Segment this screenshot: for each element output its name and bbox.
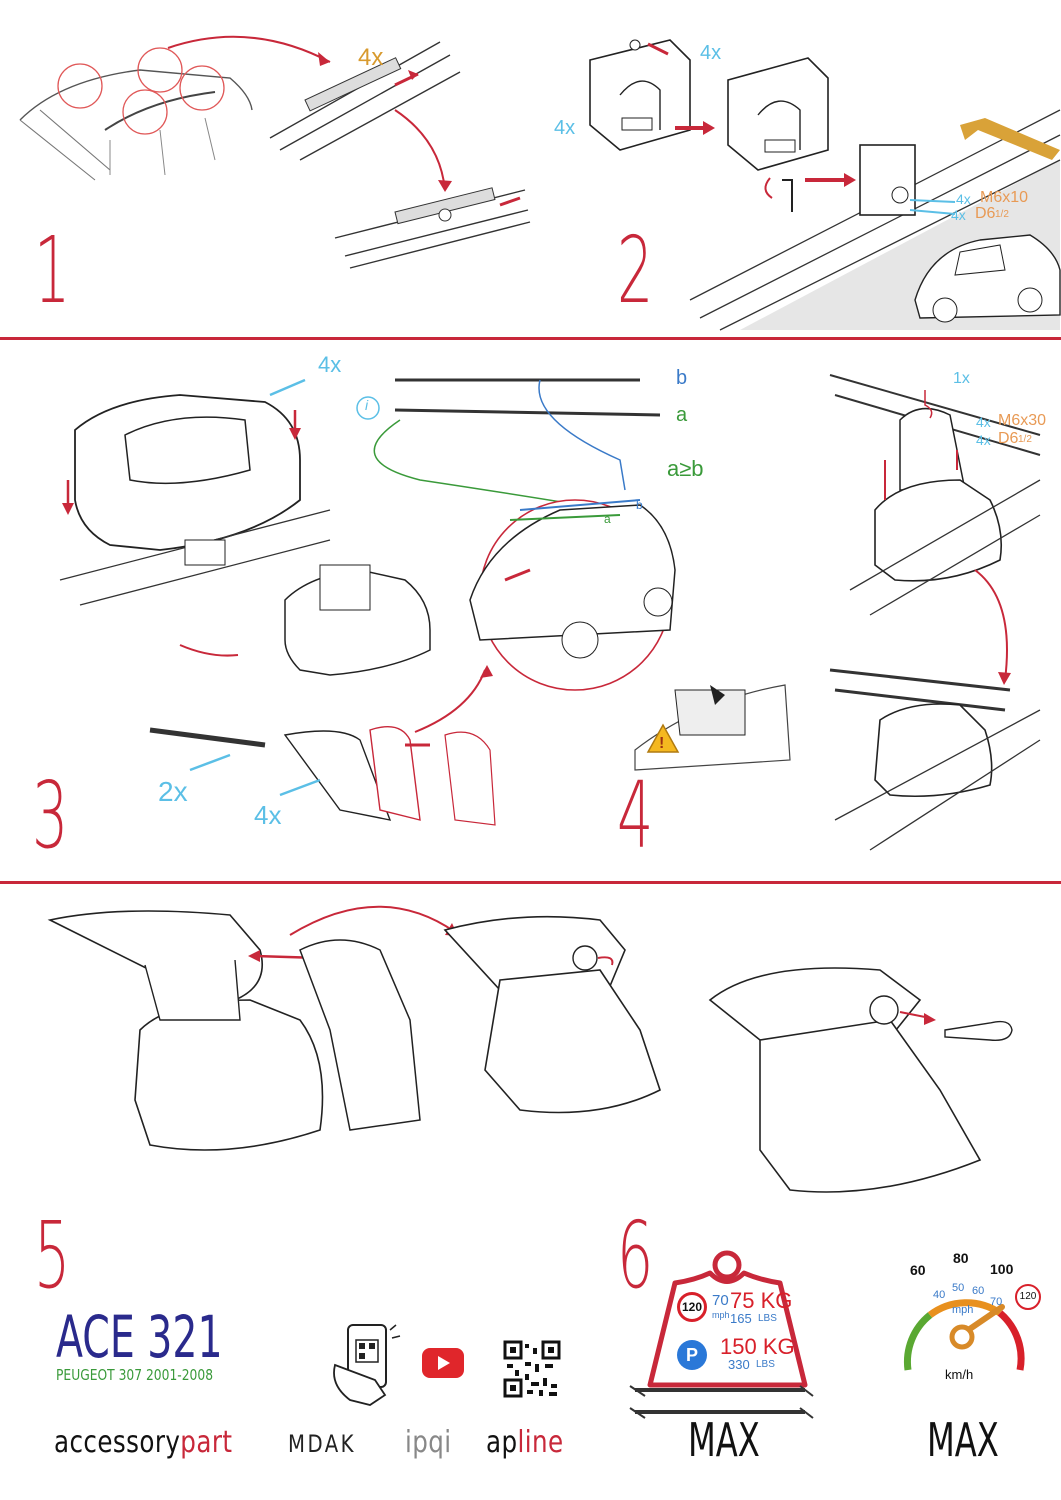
step-number-1: 1 <box>34 217 71 324</box>
svg-text:!: ! <box>659 735 664 752</box>
step5-6-cover-key-illustration <box>47 905 1013 1193</box>
step2-count-top: 4x <box>700 42 722 64</box>
speed-unit: km/h <box>945 1367 974 1382</box>
speed-limit-badge-text: 120 <box>1019 1291 1037 1302</box>
youtube-icon[interactable] <box>422 1348 464 1378</box>
step3-count-2x: 2x <box>158 776 188 807</box>
step3-assembly-illustration <box>59 378 676 826</box>
brand-accessory-text: accessory <box>54 1425 181 1460</box>
step2-washer-fraction: 1/2 <box>995 209 1009 220</box>
parking-sign: P <box>677 1340 707 1370</box>
step3-label-b: b <box>676 367 688 389</box>
load-drive-kg: 75 KG <box>730 1288 793 1313</box>
load-weight-sign <box>647 1250 808 1388</box>
speedometer-gauge <box>903 1299 1025 1371</box>
product-model: ACE 321 <box>56 1303 223 1371</box>
section-divider-1 <box>0 337 1061 340</box>
step1-count-label: 4x <box>358 44 384 71</box>
load-park-lbs: 330 <box>728 1357 750 1372</box>
speed-mph-50: 50 <box>952 1282 965 1294</box>
step-number-2: 2 <box>617 217 654 324</box>
brand-ipqi: ipqi <box>405 1425 452 1460</box>
speed-kmh-60: 60 <box>910 1262 926 1278</box>
load-park-kg: 150 KG <box>720 1334 795 1359</box>
step4-bolt-count: 4x <box>976 414 991 430</box>
step2-fitting-illustration <box>589 39 1061 331</box>
step2-count-left: 4x <box>554 117 576 139</box>
speed-kmh-80: 80 <box>953 1250 969 1266</box>
phone-qr-scan-icon <box>333 1324 401 1406</box>
step3-small-b: b <box>636 498 643 512</box>
step-number-3: 3 <box>32 762 69 869</box>
speed-mph-70: 70 <box>990 1296 1003 1308</box>
speed-mph-unit: mph <box>952 1304 974 1316</box>
step3-small-a: a <box>604 512 611 526</box>
step4-washer-fraction: 1/2 <box>1018 434 1032 445</box>
parking-sign-text: P <box>685 1345 698 1365</box>
speed-limit-text: 120 <box>681 1300 703 1314</box>
brand-ap-text: ap <box>486 1425 518 1460</box>
speed-limit-badge: 120 <box>1015 1284 1041 1310</box>
speed-mph-60: 60 <box>972 1285 985 1297</box>
load-mph-value: 70 <box>712 1292 729 1309</box>
step-number-5: 5 <box>34 1202 71 1309</box>
load-drive-lbs: 165 <box>730 1311 752 1326</box>
step3-count-top: 4x <box>318 352 342 377</box>
product-vehicle: PEUGEOT 307 2001-2008 <box>56 1366 214 1384</box>
speed-mph-40: 40 <box>933 1289 946 1301</box>
load-drive-lbs-unit: LBS <box>758 1313 777 1324</box>
step4-washer-count: 4x <box>976 432 991 448</box>
qr-code-icon[interactable] <box>503 1340 561 1398</box>
speed-limit-sign-120: 120 <box>677 1292 707 1322</box>
step4-bolt-spec: M6x30 <box>998 412 1047 429</box>
step4-locking-illustration: ! <box>634 374 1041 851</box>
roof-bars-icon <box>629 1385 814 1419</box>
step2-bolt-count: 4x <box>956 191 971 207</box>
load-max-label: MAX <box>688 1413 760 1467</box>
speed-max-label: MAX <box>927 1413 999 1467</box>
brand-mdak: MDAK <box>288 1430 356 1458</box>
step2-bolt-spec: M6x10 <box>980 189 1029 206</box>
step3-rule: a≥b <box>667 456 704 482</box>
load-mph-unit: mph <box>712 1310 730 1320</box>
step3-info-icon: i <box>365 397 369 413</box>
section-divider-2 <box>0 881 1061 884</box>
brand-line-text: line <box>517 1425 564 1460</box>
step3-rule-text: a≥b <box>667 456 704 481</box>
step-number-4: 4 <box>617 762 654 869</box>
step4-key-count: 1x <box>953 370 970 387</box>
load-park-lbs-unit: LBS <box>756 1359 775 1370</box>
step3-label-a: a <box>676 404 688 426</box>
brand-apline: apline <box>486 1425 564 1460</box>
step2-washer-spec: D6 <box>975 205 996 222</box>
step4-washer-spec: D6 <box>998 430 1019 447</box>
step2-washer-count: 4x <box>951 207 966 223</box>
step-number-6: 6 <box>617 1202 654 1309</box>
brand-accessorypart: accessorypart <box>54 1425 232 1460</box>
step3-count-4x: 4x <box>254 800 282 830</box>
speed-kmh-100: 100 <box>990 1261 1014 1277</box>
brand-part-text: part <box>180 1425 233 1460</box>
step1-car-roof-illustration <box>19 35 531 269</box>
